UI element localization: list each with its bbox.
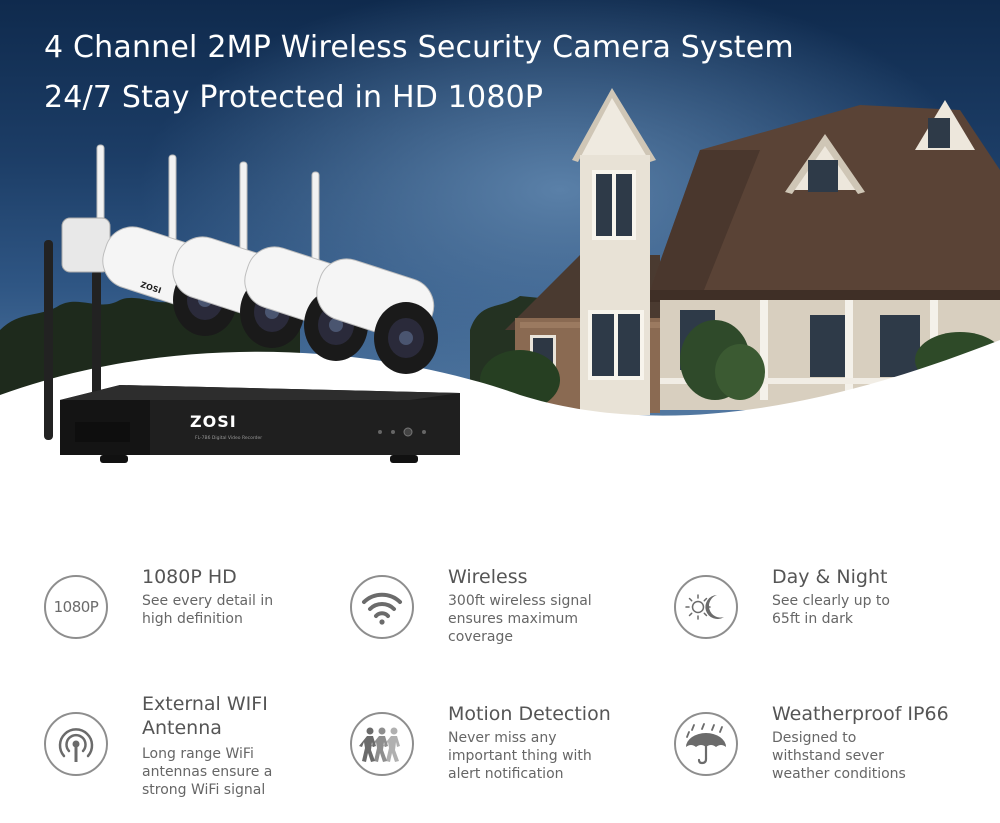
wifi-icon — [350, 575, 414, 639]
feature-description: See every detail in high definition — [142, 593, 274, 627]
motion-people-icon — [350, 712, 414, 776]
hero-banner: ZOSI FL-7B6 Digital Video Recorder ZOSI — [0, 0, 1000, 520]
feature-day-night: Day & Night See clearly up to 65ft in da… — [674, 566, 964, 685]
1080p-badge-label: 1080P — [53, 598, 99, 616]
feature-motion-detection: Motion Detection Never miss any importan… — [350, 703, 640, 822]
day-night-icon — [674, 575, 738, 639]
nvr-subtitle: FL-7B6 Digital Video Recorder — [195, 435, 262, 441]
feature-title: External WIFI Antenna — [142, 693, 268, 739]
feature-description: See clearly up to 65ft in dark — [772, 593, 890, 627]
antenna-signal-icon — [44, 712, 108, 776]
feature-title: Weatherproof IP66 — [772, 703, 949, 725]
1080p-badge-icon: 1080P — [44, 575, 108, 639]
feature-wireless: Wireless 300ft wireless signal ensures m… — [350, 566, 640, 685]
feature-title: Day & Night — [772, 566, 888, 588]
feature-1080p-hd: 1080P 1080P HD See every detail in high … — [44, 566, 334, 685]
feature-description: 300ft wireless signal ensures maximum co… — [448, 593, 592, 645]
feature-description: Never miss any important thing with aler… — [448, 730, 592, 782]
feature-title: Motion Detection — [448, 703, 611, 725]
feature-description: Long range WiFi antennas ensure a strong… — [142, 746, 273, 798]
security-cameras: ZOSI — [61, 144, 438, 374]
feature-weatherproof: Weatherproof IP66 Designed to withstand … — [674, 703, 964, 822]
headline-line-2: 24/7 Stay Protected in HD 1080P — [44, 80, 544, 115]
nvr-recorder: ZOSI FL-7B6 Digital Video Recorder — [60, 385, 460, 463]
feature-description: Designed to withstand sever weather cond… — [772, 730, 906, 782]
headline-line-1: 4 Channel 2MP Wireless Security Camera S… — [44, 30, 794, 65]
feature-title: Wireless — [448, 566, 528, 588]
feature-title: 1080P HD — [142, 566, 237, 588]
feature-external-wifi-antenna: External WIFI Antenna Long range WiFi an… — [44, 693, 334, 822]
umbrella-rain-icon — [674, 712, 738, 776]
nvr-brand-logo: ZOSI — [190, 412, 237, 431]
hero-illustration: ZOSI FL-7B6 Digital Video Recorder ZOSI — [0, 88, 1000, 520]
white-wave-divider — [0, 340, 1000, 520]
